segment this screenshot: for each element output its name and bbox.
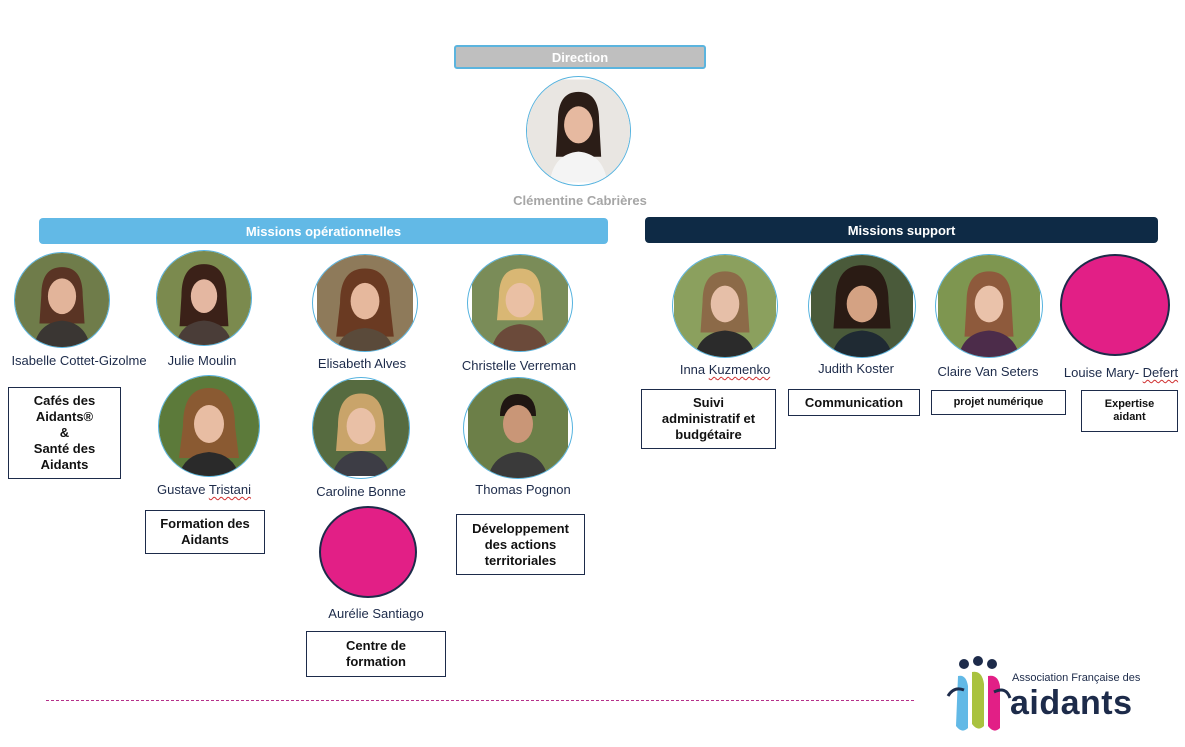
role-box-developpement: Développement des actions territoriales (456, 514, 585, 575)
role-box-cafes-sante-aidants: Cafés des Aidants® & Santé des Aidants (8, 387, 121, 479)
person-name: Julie Moulin (167, 353, 237, 368)
person-photo (672, 254, 778, 358)
director-photo (526, 76, 631, 186)
direction-header: Direction (454, 45, 706, 69)
person-photo (467, 254, 573, 352)
role-box-communication: Communication (788, 389, 920, 416)
placeholder-photo (319, 506, 417, 598)
role-box-formation-aidants: Formation des Aidants (145, 510, 265, 554)
person-photo (808, 254, 916, 358)
person-name: Elisabeth Alves (317, 356, 407, 371)
support-missions-header: Missions support (645, 217, 1158, 243)
role-box-expertise-aidant: Expertise aidant (1081, 390, 1178, 432)
person-photo (14, 252, 110, 348)
operational-missions-header: Missions opérationnelles (39, 218, 608, 244)
person-name: Christelle Verreman (461, 358, 577, 373)
placeholder-photo (1060, 254, 1170, 356)
person-name: Isabelle Cottet-Gizolme (11, 353, 147, 368)
person-name: Claire Van Seters (937, 364, 1039, 379)
logo-text-association: Association Française des (1012, 672, 1141, 684)
director-name: Clémentine Cabrières (513, 193, 647, 208)
logo-text-aidants: aidants (1010, 684, 1133, 722)
person-photo (156, 250, 252, 346)
aidants-logo (944, 656, 1014, 736)
person-name: Caroline Bonne (316, 484, 406, 499)
person-name: Gustave Tristani (157, 482, 251, 497)
footer-divider (46, 700, 914, 701)
person-name: Judith Koster (818, 361, 894, 376)
person-name: Aurélie Santiago (328, 606, 424, 621)
role-box-centre-formation: Centre de formation (306, 631, 446, 677)
role-box-suivi-administratif: Suivi administratif et budgétaire (641, 389, 776, 449)
person-name: Thomas Pognon (475, 482, 571, 497)
person-photo (463, 377, 573, 479)
person-photo (935, 254, 1043, 358)
person-photo (312, 254, 418, 352)
aidants-logo-icon (946, 656, 1012, 731)
person-photo (158, 375, 260, 477)
person-photo (312, 377, 410, 479)
person-name: Louise Mary- Defert (1063, 365, 1179, 380)
role-box-projet-numerique: projet numérique (931, 390, 1066, 415)
person-name: Inna Kuzmenko (679, 362, 771, 377)
